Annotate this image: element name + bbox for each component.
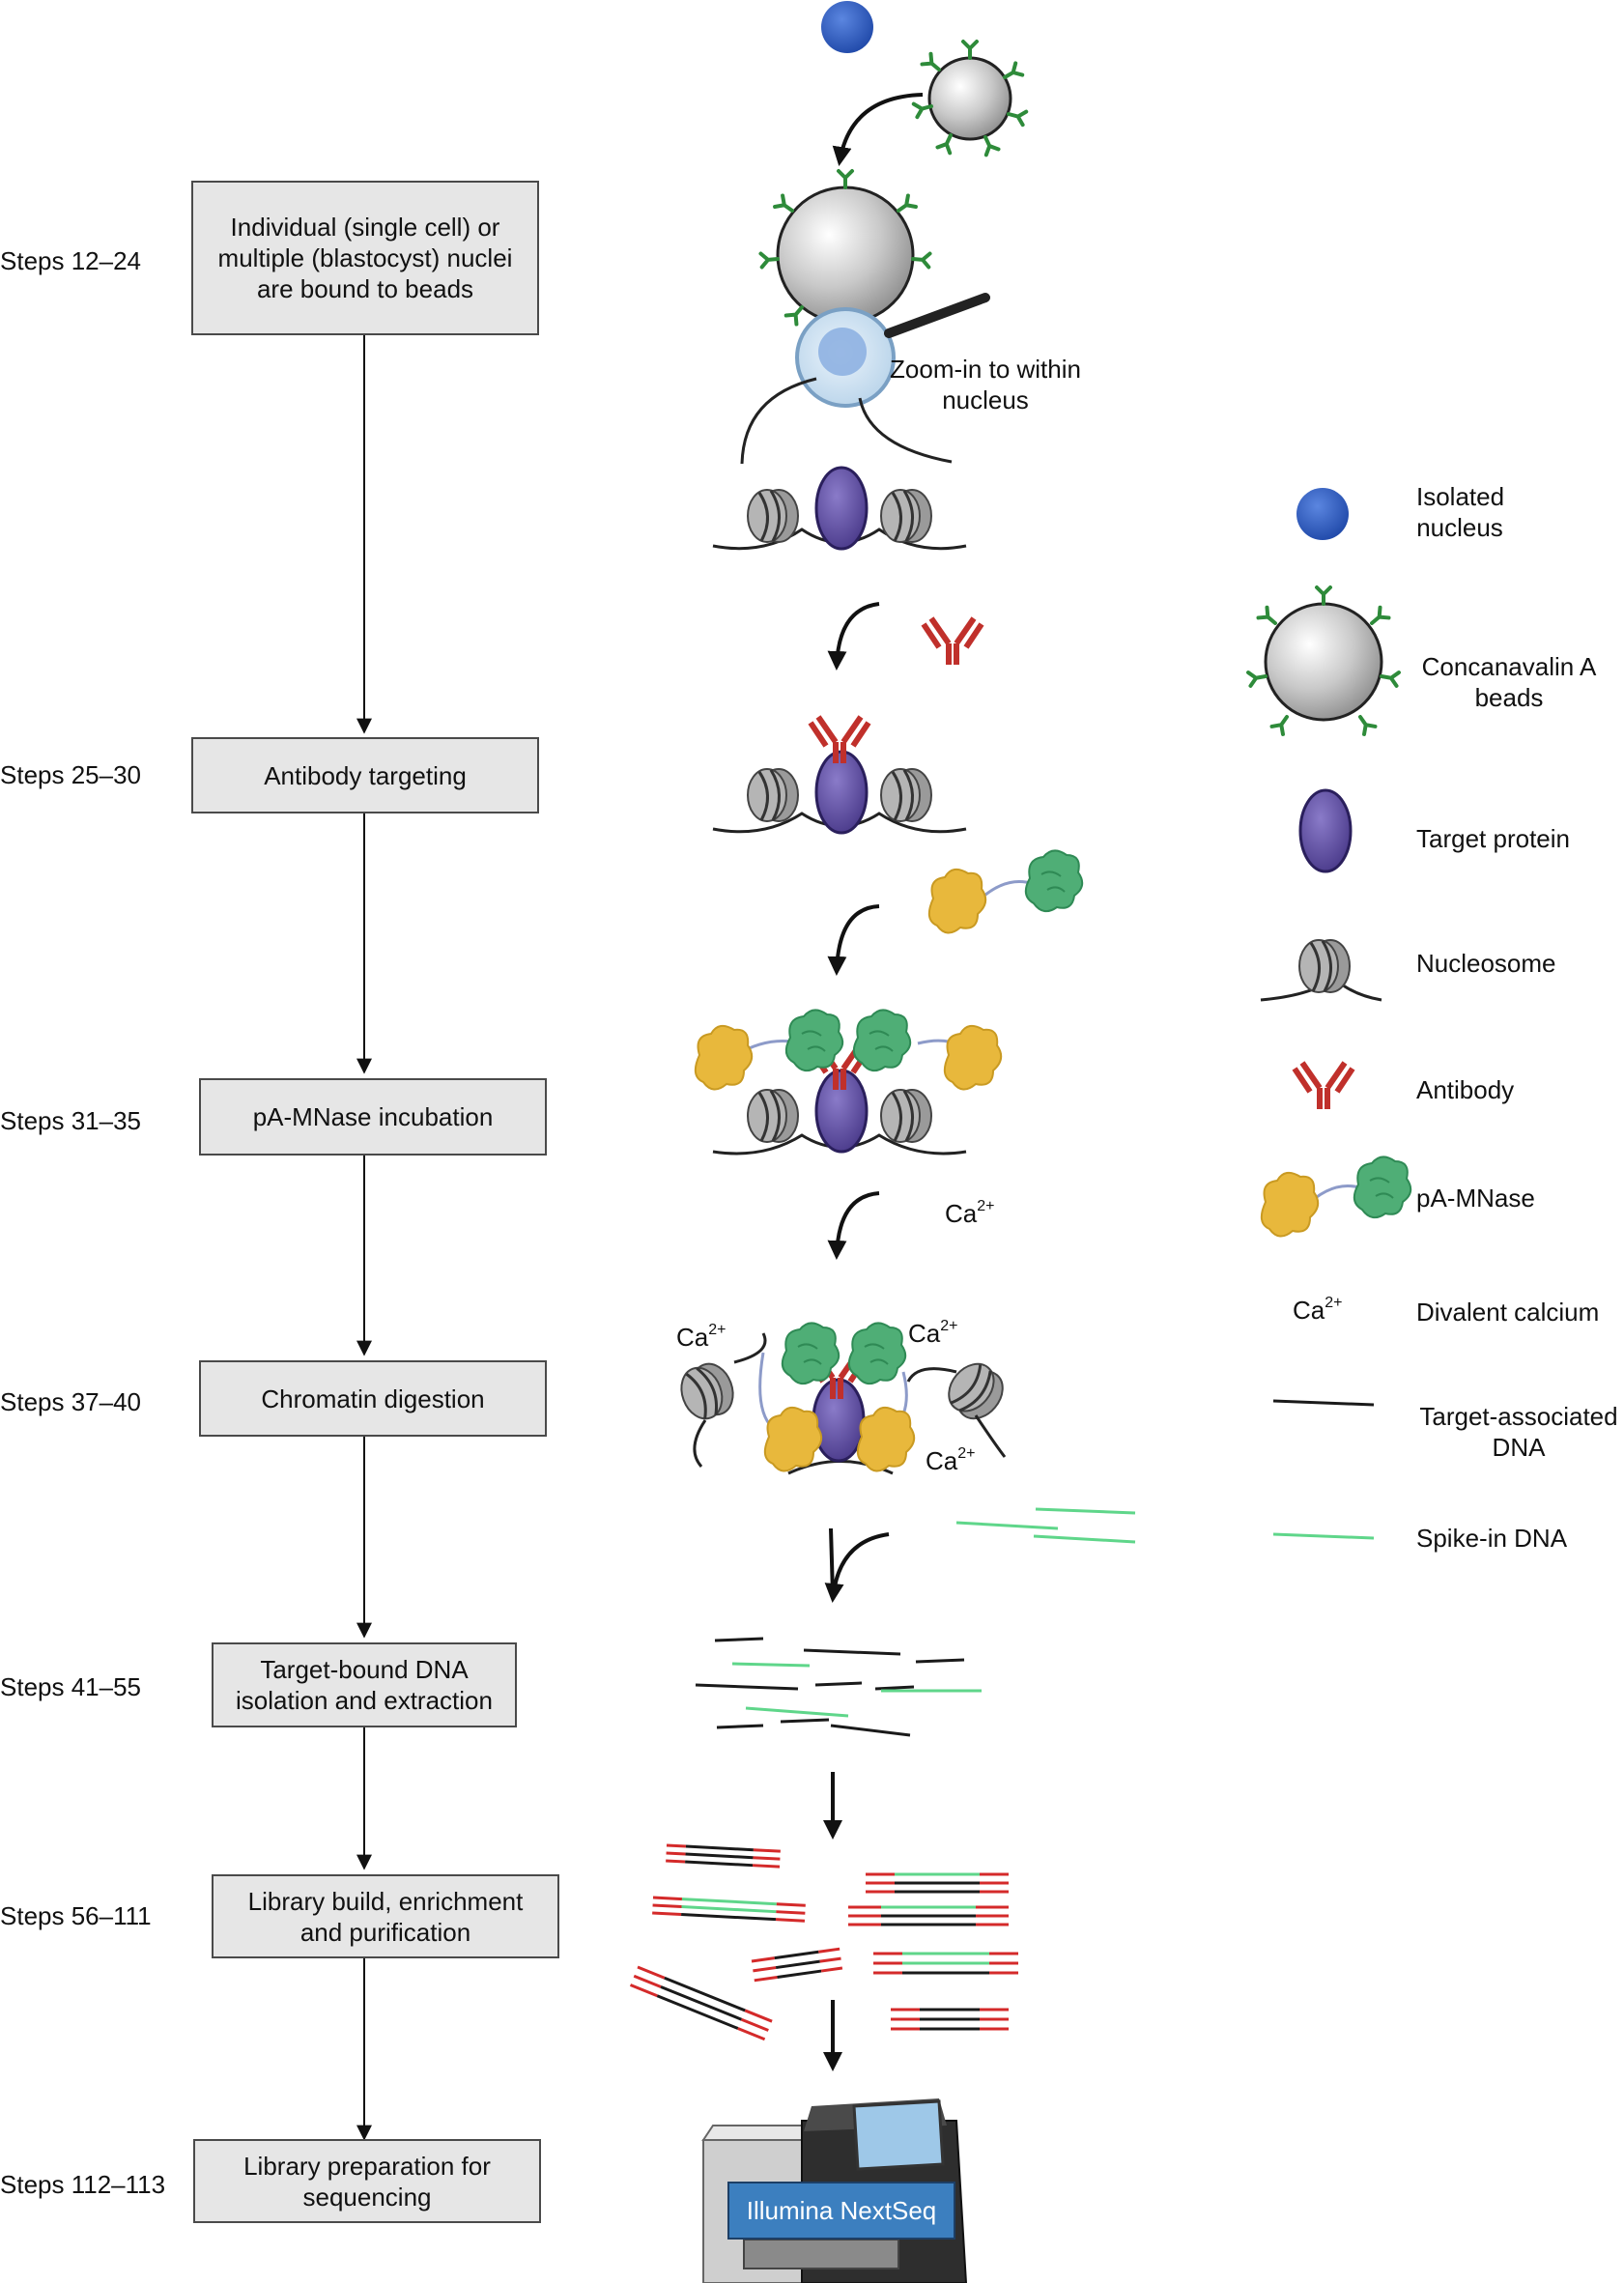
step-label: Steps 31–35 (0, 1106, 142, 1135)
step-box-chromatin-digestion: Chromatin digestion (199, 1360, 547, 1437)
legend-label-concanavalin-beads: Concanavalin A beads (1421, 652, 1597, 712)
step-box-nuclei-binding: Individual (single cell) or multiple (bl… (191, 181, 539, 335)
library-fragments (629, 1843, 1018, 2041)
legend-calcium-icon: Ca2+ (1293, 1295, 1343, 1325)
spike-in-dna-icon (955, 1507, 1136, 1544)
legend-label-target-dna: Target-associated DNA (1419, 1402, 1618, 1462)
calcium-label: Ca2+ (945, 1198, 995, 1228)
legend-label-isolated-nucleus: Isolated nucleus (1416, 482, 1505, 542)
step-arrow (827, 602, 880, 671)
step-box-antibody-targeting: Antibody targeting (191, 737, 539, 813)
step-box-library-preparation: Library preparation for sequencing (193, 2139, 541, 2223)
step-arrow (832, 93, 924, 166)
pa-mnase-icon (927, 849, 1084, 934)
dna-fragments (695, 1637, 982, 1737)
step-label: Steps 37–40 (0, 1387, 142, 1416)
calcium-label: Ca2+ (926, 1445, 976, 1475)
chromatin-pa-mnase-bound (694, 1009, 1003, 1156)
legend-icons (1246, 488, 1412, 1540)
step-label: Steps 56–111 (0, 1901, 152, 1930)
step-label: Steps 25–30 (0, 760, 142, 789)
calcium-label: Ca2+ (908, 1318, 958, 1348)
step-arrow (827, 904, 880, 976)
step-label: Steps 112–113 (0, 2170, 166, 2199)
legend-label-antibody: Antibody (1416, 1075, 1515, 1104)
step-arrow (824, 1532, 890, 1603)
concanavalin-bead-icon (911, 40, 1029, 157)
legend-antibody-icon (1295, 1063, 1353, 1109)
legend-target-dna-icon (1272, 1399, 1375, 1407)
step-box-pa-mnase-incubation: pA-MNase incubation (199, 1078, 547, 1156)
legend-label-pa-mnase: pA-MNase (1416, 1184, 1535, 1213)
nextseq-label: Illumina NextSeq (727, 2182, 955, 2240)
bead-bound-nucleus (740, 169, 990, 465)
legend-pa-mnase-icon (1260, 1156, 1412, 1238)
legend-nucleosome-icon (1260, 938, 1382, 1002)
legend-label-nucleosome: Nucleosome (1416, 949, 1556, 978)
chromatin-antibody-bound (712, 717, 967, 835)
step-arrow-stem (829, 1527, 835, 1595)
legend-isolated-nucleus-icon (1296, 488, 1349, 540)
chromatin-initial (712, 466, 967, 551)
step-label: Steps 12–24 (0, 246, 142, 275)
step-box-dna-isolation: Target-bound DNA isolation and extractio… (212, 1642, 517, 1727)
legend-label-spike-in-dna: Spike-in DNA (1416, 1524, 1568, 1553)
legend-label-divalent-calcium: Divalent calcium (1416, 1298, 1600, 1327)
center-illustration (629, 1, 1136, 2283)
legend-target-protein-icon (1298, 788, 1353, 873)
legend-concanavalin-bead-icon (1246, 585, 1401, 736)
calcium-label: Ca2+ (676, 1322, 727, 1352)
isolated-nucleus-icon (821, 1, 873, 53)
zoom-in-label: Zoom-in to within nucleus (890, 355, 1081, 414)
legend-spike-in-dna-icon (1272, 1532, 1375, 1540)
step-label: Steps 41–55 (0, 1672, 142, 1701)
step-box-library-build: Library build, enrichment and purificati… (212, 1874, 559, 1958)
antibody-icon (924, 618, 982, 665)
chromatin-digestion (672, 1322, 1013, 1475)
legend-label-target-protein: Target protein (1416, 824, 1570, 853)
step-arrow (827, 1191, 880, 1260)
